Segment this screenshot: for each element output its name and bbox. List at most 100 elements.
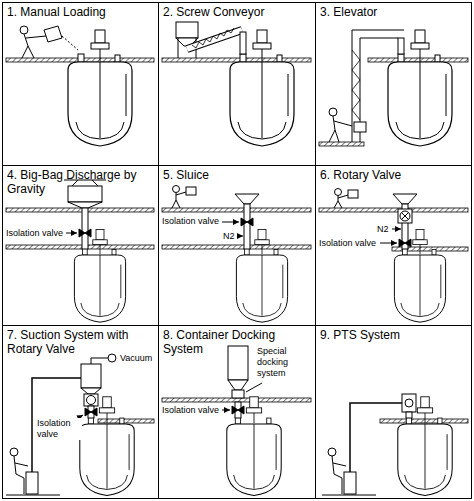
rotary-valve [398,209,412,223]
operator [10,448,18,456]
container [354,122,366,132]
ground-line [322,495,376,496]
big-bag [68,186,102,202]
isolation-valve [79,229,91,237]
nitrogen-inlet [238,236,243,237]
leader-line [246,383,262,392]
screw-conveyor [187,30,242,49]
operator [329,116,352,142]
panel: 9. PTS System [315,325,472,499]
pipe [406,412,412,418]
panel-title: 6. Rotary Valve [320,168,467,182]
leader-line [222,222,239,223]
isolation-valve [399,239,411,247]
ground-line [6,495,60,496]
floor [162,58,311,62]
leader-line [380,243,397,244]
receiver [81,364,101,388]
vacuum-line [91,358,108,364]
floor [98,419,154,423]
sack [44,26,62,42]
panel: 4. Big-Bag Discharge by Gravity [2,165,159,326]
panel-title: 7. Suction System with Rotary Valve [7,328,154,356]
operator [20,26,28,34]
operator [335,189,342,196]
panel-title: 2. Screw Conveyor [163,5,311,19]
pipe [244,204,250,249]
operator [22,34,46,58]
hopper [176,22,198,38]
rotary-valve [87,396,96,405]
operator [172,192,186,208]
operator [173,186,180,193]
panel: 2. Screw Conveyor [158,2,316,166]
panel-title: 5. Sluice [163,168,311,182]
isolation-valve [241,218,253,226]
floor [319,208,468,212]
pipe [82,208,88,249]
pts-unit [405,399,413,407]
drum [26,472,38,494]
docking-system [232,390,244,398]
powder-flow [62,36,78,50]
leader-line [66,233,77,234]
panel-title: 4. Big-Bag Discharge by Gravity [7,168,154,196]
part-label: N2 [222,231,236,242]
panel: 1. Manual Loading [2,2,159,166]
floor [319,142,364,146]
panel: 5. Sluice [158,165,316,326]
big-bag [68,202,102,208]
panel: 3. Elevator [315,2,472,166]
part-label: Special docking system [256,346,308,379]
reactor [394,229,445,322]
reactor [230,30,294,146]
chute [240,32,246,54]
drum [344,472,356,494]
container [228,346,248,380]
container [228,380,248,390]
isolation-valve [232,406,244,414]
funnel [235,194,259,204]
screw-conveyor [187,30,242,49]
suction-hose [32,378,81,472]
rotary-valve [400,211,410,221]
reactor [398,397,452,496]
panel-title: 1. Manual Loading [7,5,154,19]
floor [162,398,311,402]
leader-line [222,410,230,411]
floor [162,245,311,249]
part-label: Vacuum [119,353,153,364]
screw-flight [192,28,234,48]
floor [162,208,311,212]
floor [6,208,154,212]
panel: 7. Suction System with Rotary Valve [2,325,159,499]
reactor [68,30,132,146]
chute [398,38,404,54]
suction-hose [350,403,402,472]
part-label: Isolation valve [161,216,220,227]
reactor [388,30,452,146]
rotary-valve [84,394,98,406]
part-label: Isolation valve [36,418,82,440]
rotary-valve [402,213,409,220]
operator [328,448,336,456]
pts-unit [402,394,416,412]
sack [348,190,358,198]
panel-title: 9. PTS System [320,328,467,342]
part-label: Isolation valve [318,238,377,249]
part-label: Isolation valve [161,405,220,416]
elevator-frame [352,30,404,142]
part-label: N2 [376,224,390,235]
reactor [227,397,281,496]
part-label: Isolation valve [5,228,64,239]
elevator-brace [352,50,360,120]
sack [186,187,196,195]
funnel [393,194,417,204]
panel-title: 3. Elevator [320,5,467,19]
isolation-valve [85,408,97,416]
receiver [81,388,101,394]
vacuum-pump [108,354,116,362]
floor [6,245,154,249]
